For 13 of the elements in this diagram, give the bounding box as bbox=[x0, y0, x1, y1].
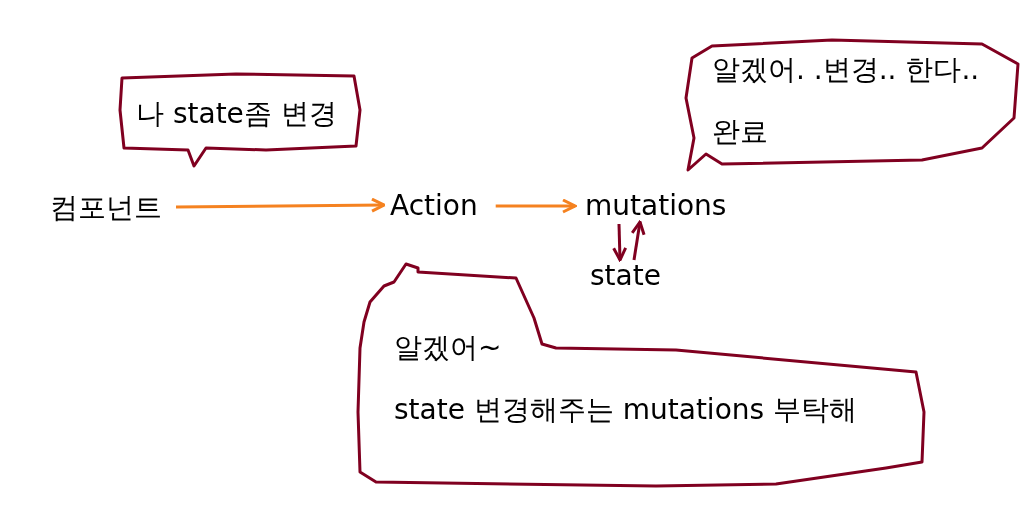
bubble-text: 완료 bbox=[712, 114, 768, 150]
bubble-text: 알겠어~ bbox=[394, 330, 502, 366]
arrow bbox=[176, 197, 386, 213]
bubble-text: 알겠어. .변경.. 한다.. bbox=[712, 52, 980, 88]
bubble-text: state 변경해주는 mutations 부탁해 bbox=[394, 392, 857, 428]
arrow bbox=[612, 223, 628, 262]
node-label: state bbox=[590, 258, 661, 294]
arrow bbox=[630, 220, 646, 261]
bubble-text: 나 state좀 변경 bbox=[136, 96, 337, 132]
node-label: mutations bbox=[585, 188, 727, 224]
arrow bbox=[495, 198, 577, 214]
node-label: Action bbox=[390, 188, 478, 224]
node-label: 컴포넌트 bbox=[50, 190, 162, 226]
